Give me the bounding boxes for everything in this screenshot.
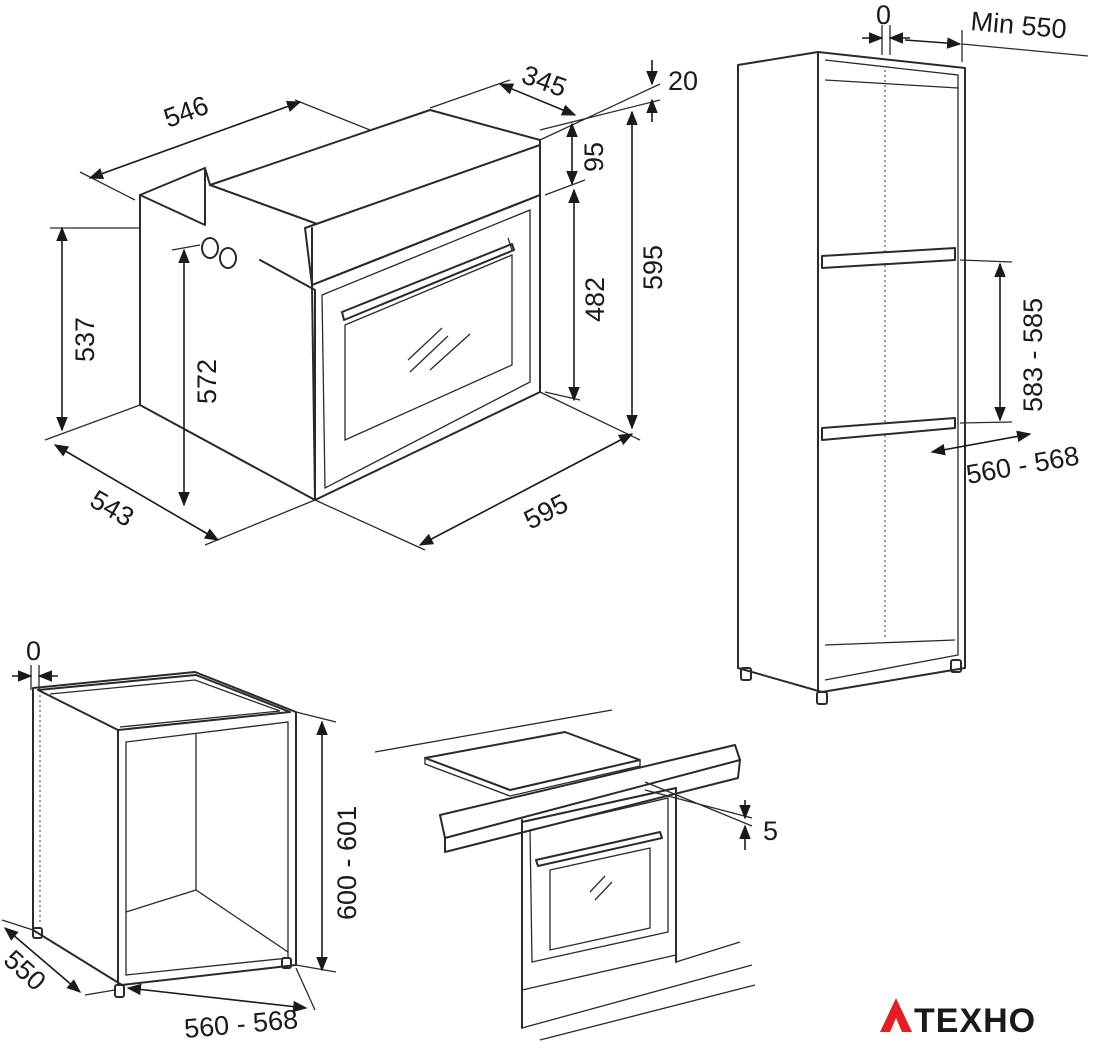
trim-thickness-label: 20 [668, 66, 698, 96]
brand-triangle-icon [880, 998, 912, 1032]
front-height-label: 595 [638, 245, 668, 290]
base-depth-label: 550 [0, 944, 52, 996]
oven-width-top-label: 546 [160, 90, 213, 134]
side-height-label: 537 [70, 317, 100, 362]
min-depth-label: Min 550 [969, 6, 1067, 44]
oven-dimensions: 546 345 20 95 482 595 537 572 543 [44, 59, 698, 551]
base-cabinet-drawing [32, 671, 297, 998]
base-gap-label: 0 [26, 636, 41, 666]
oven-depth-top-label: 345 [518, 59, 571, 103]
niche-width-label: 560 - 568 [964, 441, 1082, 490]
tall-cabinet-dimensions: 0 Min 550 583 - 585 560 - 568 [862, 0, 1089, 490]
worktop-drawing [374, 709, 756, 1041]
tall-cabinet-drawing [737, 51, 966, 705]
brand-logo: TEXHO [880, 998, 1036, 1040]
cavity-height-label: 572 [192, 359, 222, 404]
base-height-label: 600 - 601 [332, 806, 362, 920]
brand-name: TEXHO [914, 1002, 1036, 1040]
body-depth-label: 543 [85, 484, 139, 533]
base-width-label: 560 - 568 [183, 1004, 299, 1044]
door-height-label: 482 [580, 277, 610, 322]
worktop-gap-label: 5 [763, 816, 778, 846]
tall-gap-label: 0 [876, 0, 891, 30]
panel-height-label: 95 [579, 142, 609, 172]
body-width-label: 595 [519, 488, 573, 535]
oven-drawing [139, 109, 541, 501]
niche-height-label: 583 - 585 [1018, 298, 1048, 412]
worktop-dimensions: 5 [644, 781, 778, 850]
